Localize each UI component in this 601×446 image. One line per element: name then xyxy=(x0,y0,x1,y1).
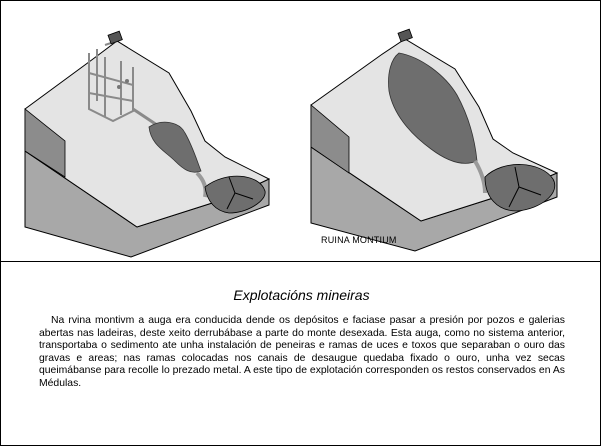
left-deposit-area xyxy=(204,175,266,214)
right-block-left-face xyxy=(310,104,350,174)
left-block-left-face xyxy=(24,108,66,178)
left-cut-area xyxy=(148,121,202,173)
right-block-diagram xyxy=(310,28,559,252)
right-well-box xyxy=(397,28,413,43)
section-divider xyxy=(1,261,601,262)
figure-caption: RUINA MONTIUM xyxy=(321,235,397,245)
left-block-diagram xyxy=(24,30,271,258)
right-cut-area xyxy=(388,52,478,164)
left-well-box xyxy=(107,30,123,45)
section-paragraph: Na rvina montivm a auga era conducida de… xyxy=(39,315,565,389)
section-title: Explotacións mineiras xyxy=(233,287,370,303)
mining-illustration xyxy=(24,28,559,258)
